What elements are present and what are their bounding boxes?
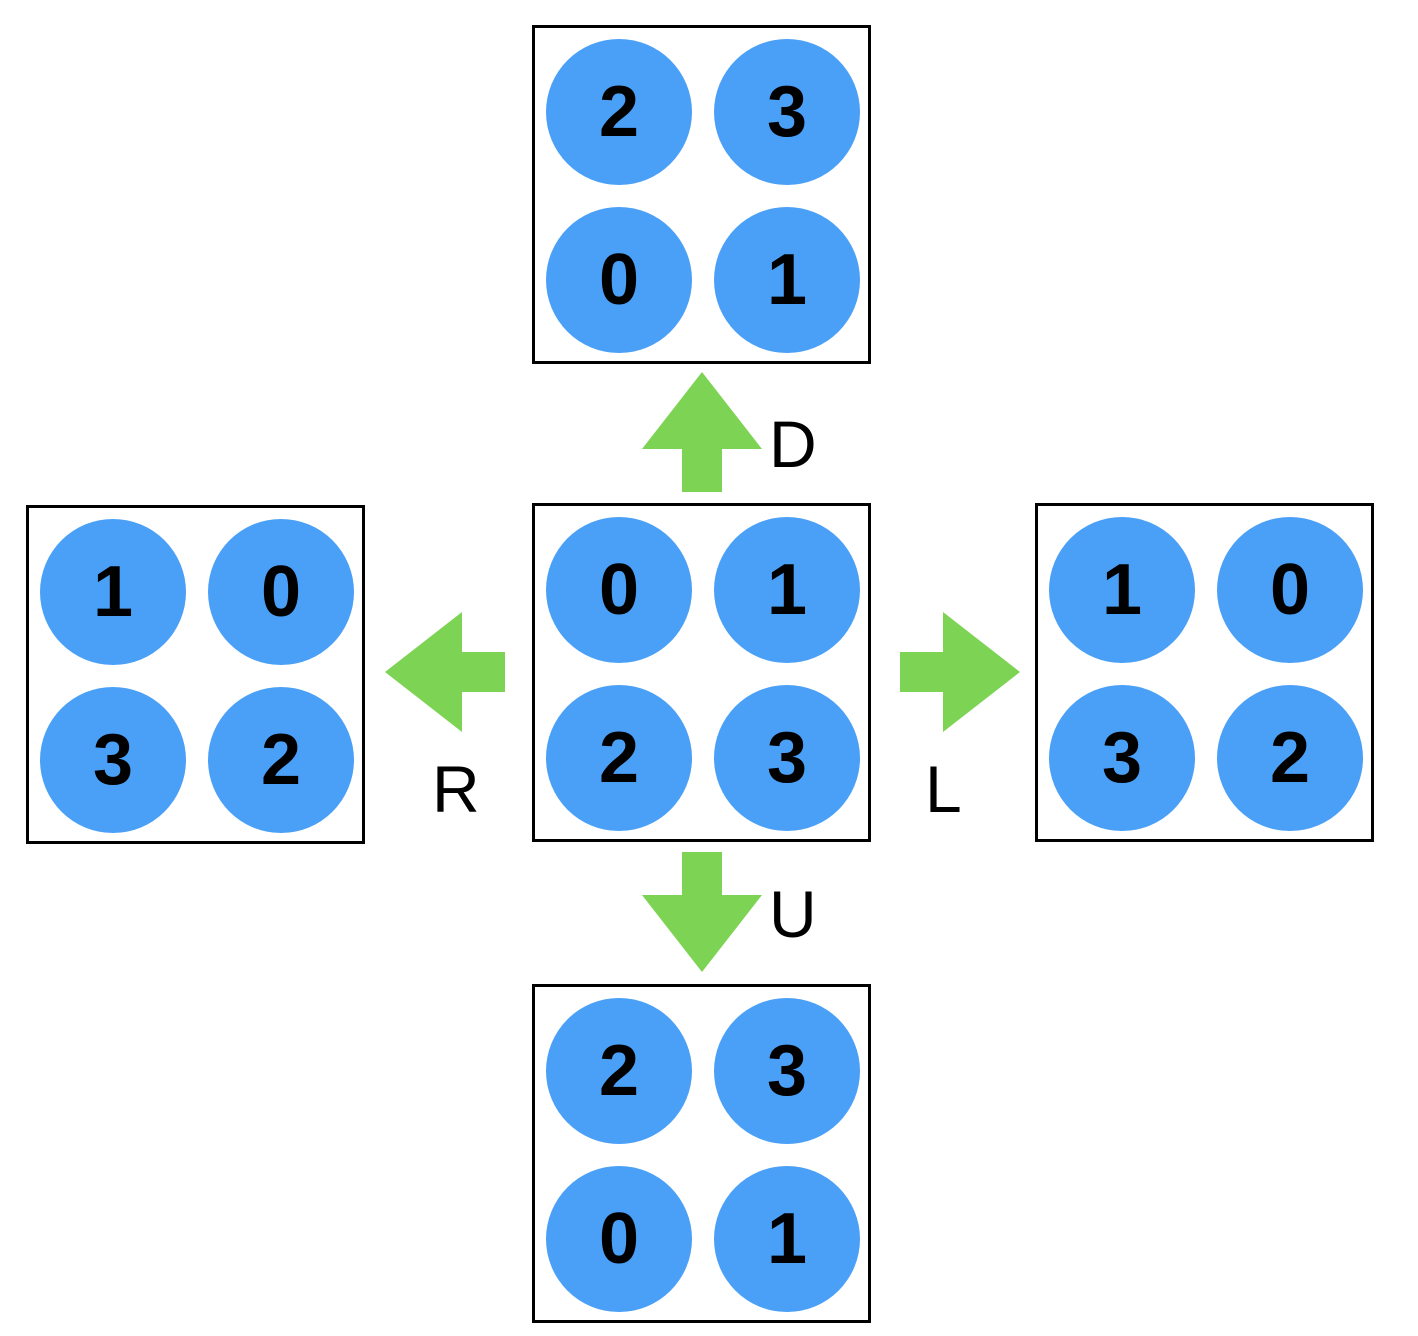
grid-right-cell: 1 [1049, 517, 1195, 663]
grid-top-cell: 2 [546, 39, 692, 185]
arrow-down-icon [642, 852, 762, 972]
grid-left-cell: 1 [40, 519, 186, 665]
grid-top: 2 3 0 1 [532, 25, 871, 364]
grid-top-cell: 3 [714, 39, 860, 185]
grid-right-cell: 2 [1217, 685, 1363, 831]
grid-bottom-cell: 0 [546, 1166, 692, 1312]
grid-top-cell: 0 [546, 207, 692, 353]
label-up-arrow: D [769, 407, 817, 481]
grid-center-cell: 2 [546, 685, 692, 831]
label-right-arrow: L [925, 752, 962, 826]
grid-right-cell: 3 [1049, 685, 1195, 831]
grid-center-cell: 1 [714, 517, 860, 663]
label-down-arrow: U [769, 877, 817, 951]
grid-center-cell: 0 [546, 517, 692, 663]
grid-right-cell: 0 [1217, 517, 1363, 663]
grid-center-cell: 3 [714, 685, 860, 831]
grid-bottom-cell: 2 [546, 998, 692, 1144]
arrow-up-icon [642, 372, 762, 492]
grid-bottom: 2 3 0 1 [532, 984, 871, 1323]
grid-top-cell: 1 [714, 207, 860, 353]
grid-left-cell: 2 [208, 687, 354, 833]
grid-right: 1 0 3 2 [1035, 503, 1374, 842]
grid-bottom-cell: 3 [714, 998, 860, 1144]
arrow-left-icon [385, 612, 505, 732]
grid-left: 1 0 3 2 [26, 505, 365, 844]
grid-left-cell: 0 [208, 519, 354, 665]
grid-center: 0 1 2 3 [532, 503, 871, 842]
label-left-arrow: R [432, 752, 480, 826]
grid-bottom-cell: 1 [714, 1166, 860, 1312]
grid-left-cell: 3 [40, 687, 186, 833]
arrow-right-icon [900, 612, 1020, 732]
